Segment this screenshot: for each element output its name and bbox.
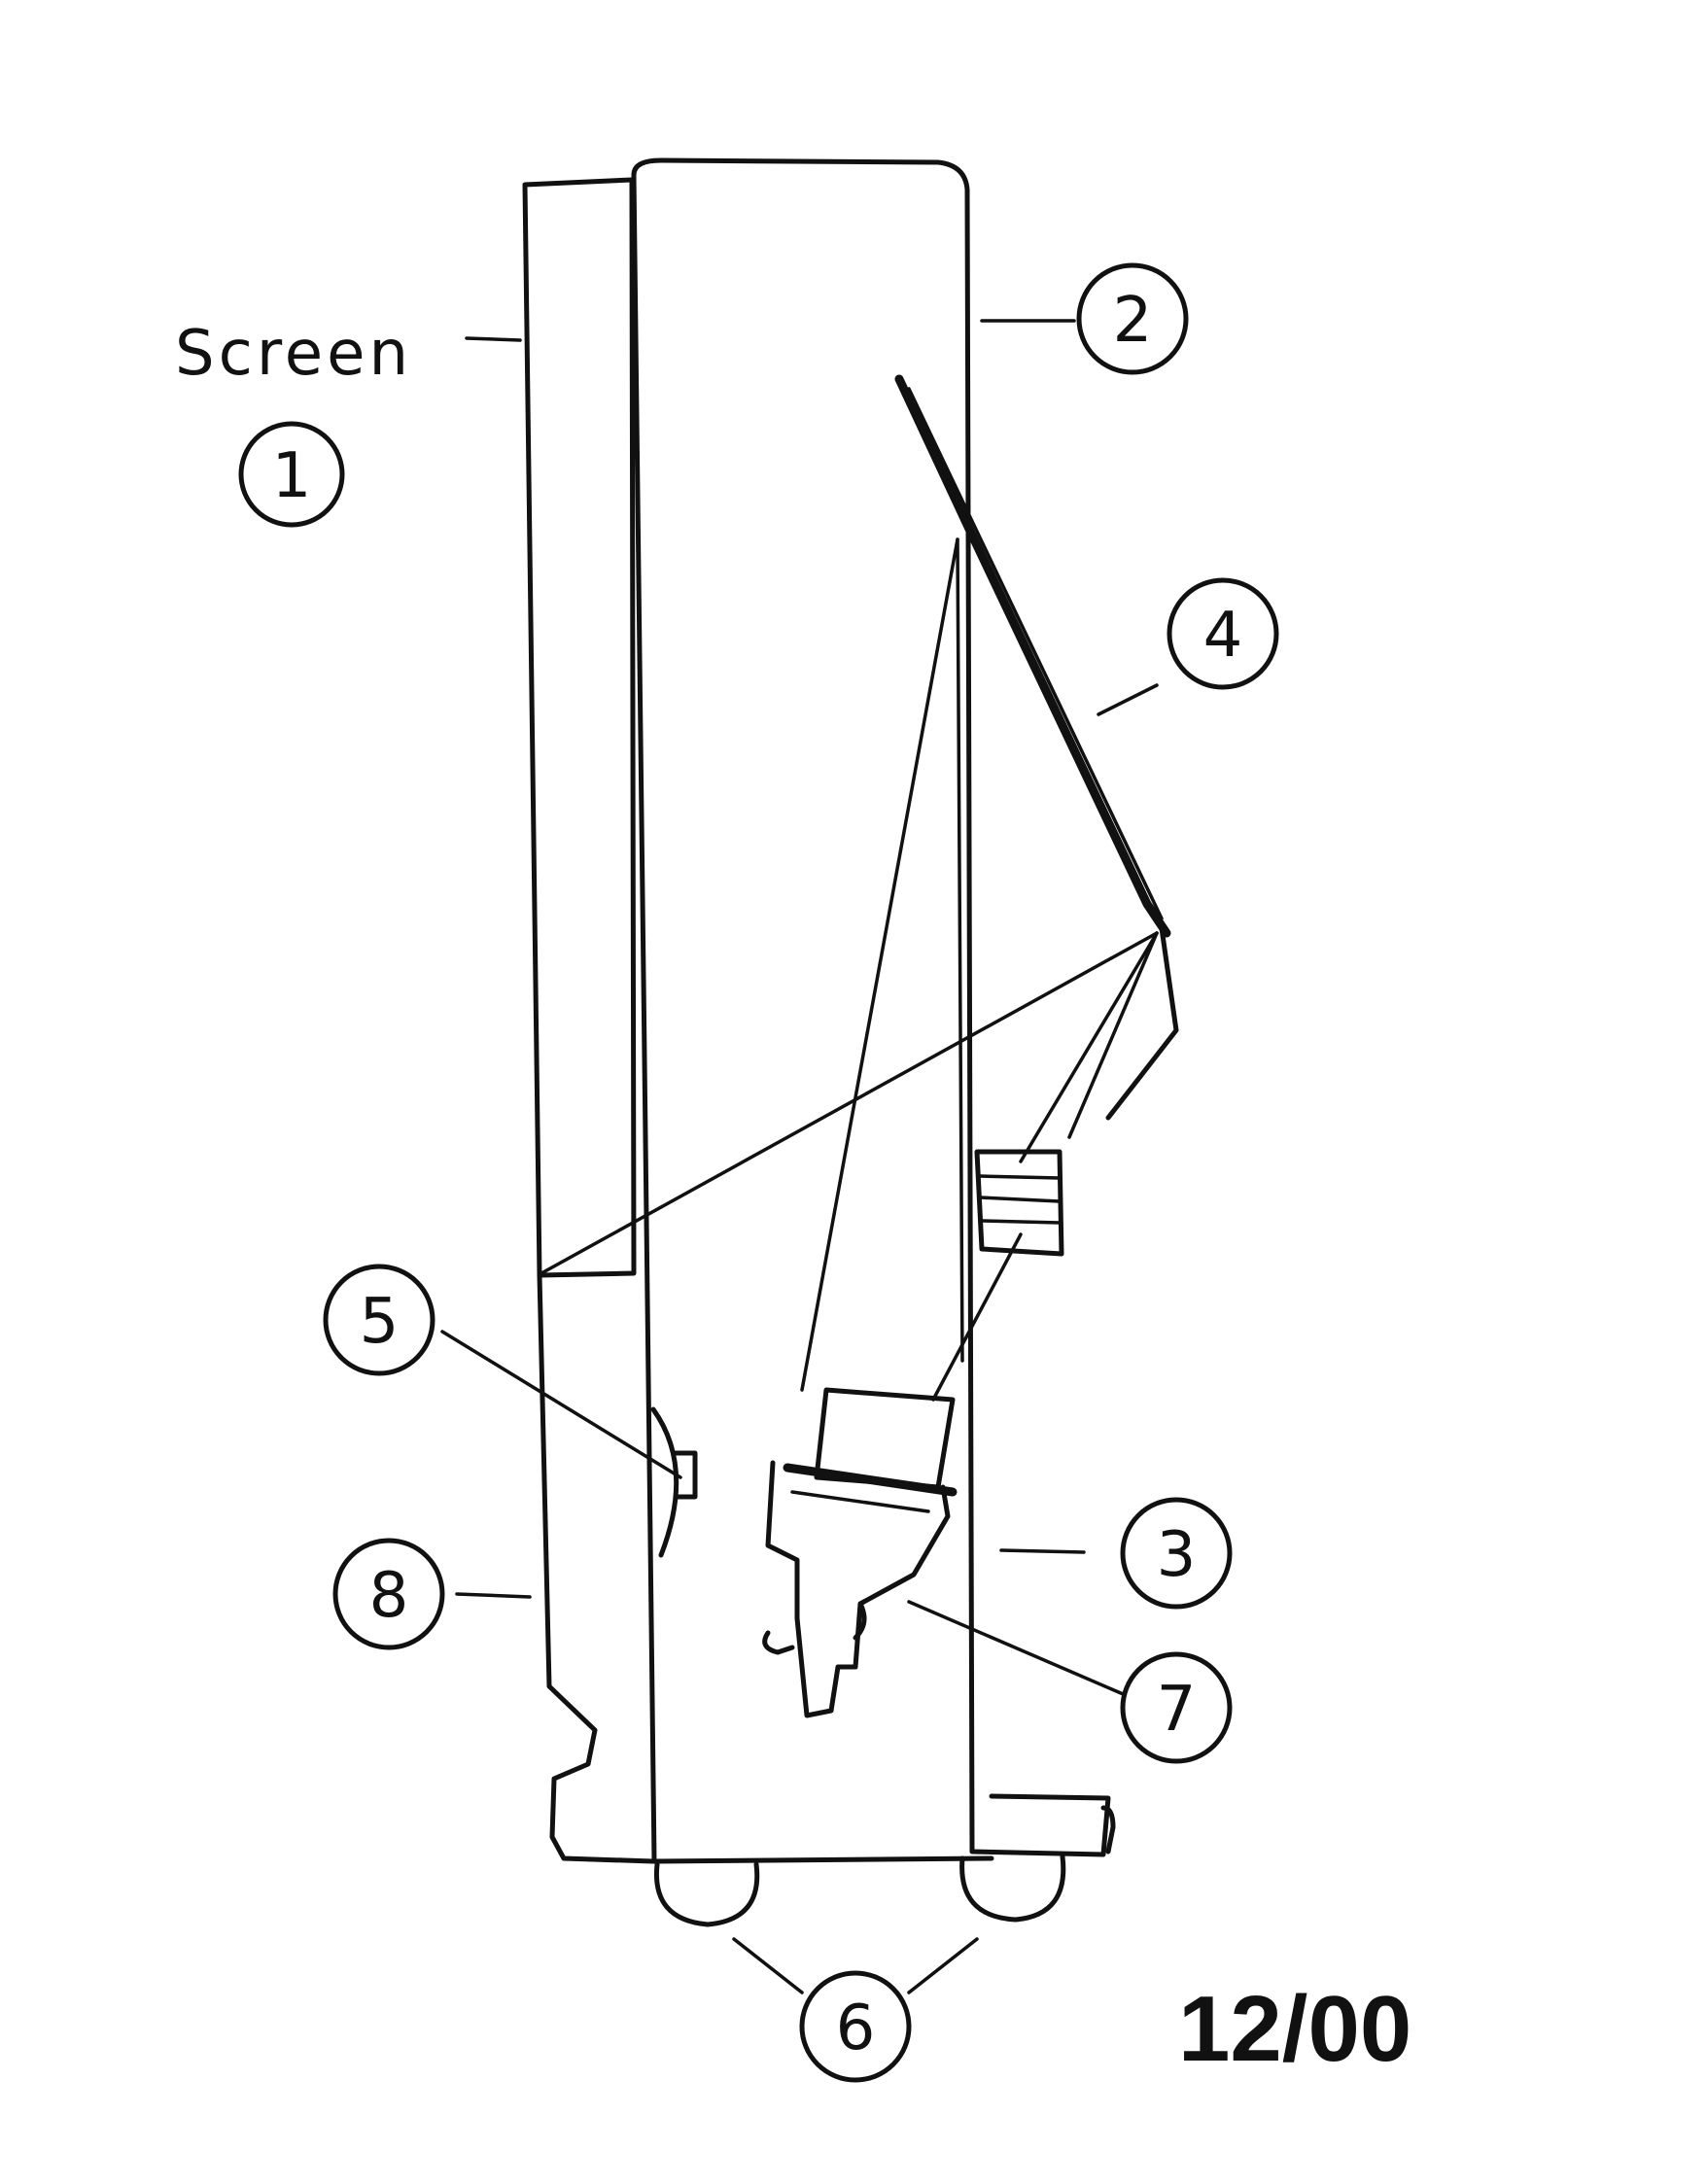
date-mark: 12/00	[1178, 1977, 1411, 2081]
callout-1-number: 1	[272, 440, 312, 512]
crt-tube	[762, 1387, 958, 1718]
mirror	[894, 374, 1179, 1121]
callout-4: 4	[1167, 577, 1279, 690]
callout-7-number: 7	[1157, 1674, 1197, 1746]
screen-label: Screen	[175, 318, 412, 390]
callout-7: 7	[1120, 1651, 1233, 1764]
callout-5-number: 5	[360, 1286, 400, 1358]
callout-3-number: 3	[1157, 1519, 1197, 1591]
cabinet-body	[631, 157, 1116, 1864]
callout-6: 6	[799, 1970, 912, 2083]
callout-3: 3	[1120, 1497, 1233, 1610]
screen-panel	[522, 177, 656, 1864]
light-paths	[540, 537, 1159, 1402]
callout-6-number: 6	[836, 1993, 876, 2064]
speaker	[650, 1406, 698, 1558]
callout-8: 8	[332, 1538, 445, 1650]
callout-1: 1	[238, 421, 345, 528]
lens-assembly	[974, 1149, 1064, 1257]
callout-5: 5	[323, 1264, 435, 1376]
callout-2: 2	[1076, 262, 1189, 375]
callout-4-number: 4	[1203, 600, 1243, 672]
callout-8-number: 8	[369, 1560, 409, 1632]
casters	[653, 1854, 1066, 1927]
leader-lines	[440, 319, 1159, 1994]
callout-2-number: 2	[1113, 285, 1153, 357]
